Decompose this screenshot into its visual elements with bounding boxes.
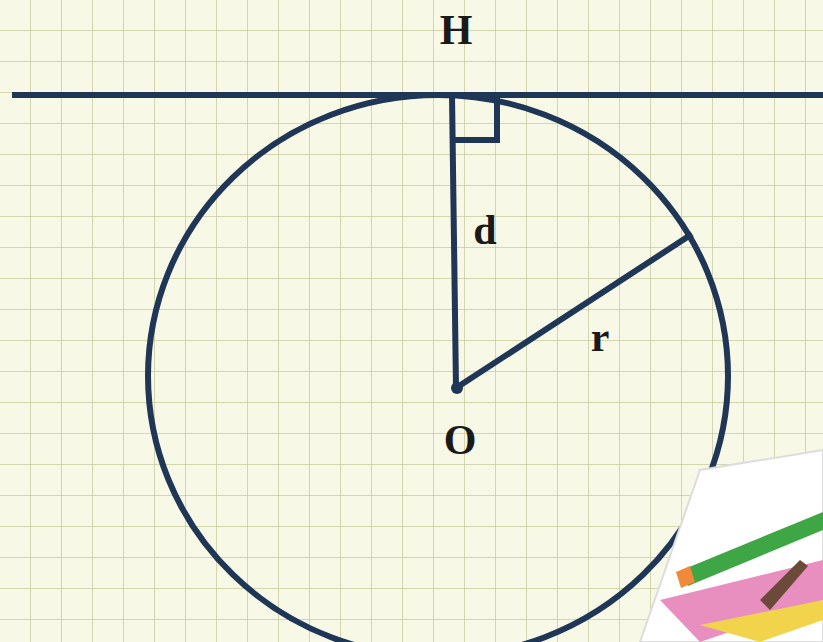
point-label: d [473, 209, 496, 251]
center-dot [451, 382, 463, 394]
tangent-line [12, 92, 823, 98]
point-label: H [440, 9, 473, 51]
point-label: r [591, 316, 610, 358]
radius-segment [456, 234, 692, 388]
point-label: O [444, 419, 477, 461]
circle [148, 95, 728, 642]
stationery-picture [640, 450, 823, 642]
right-angle-mark [452, 98, 497, 140]
